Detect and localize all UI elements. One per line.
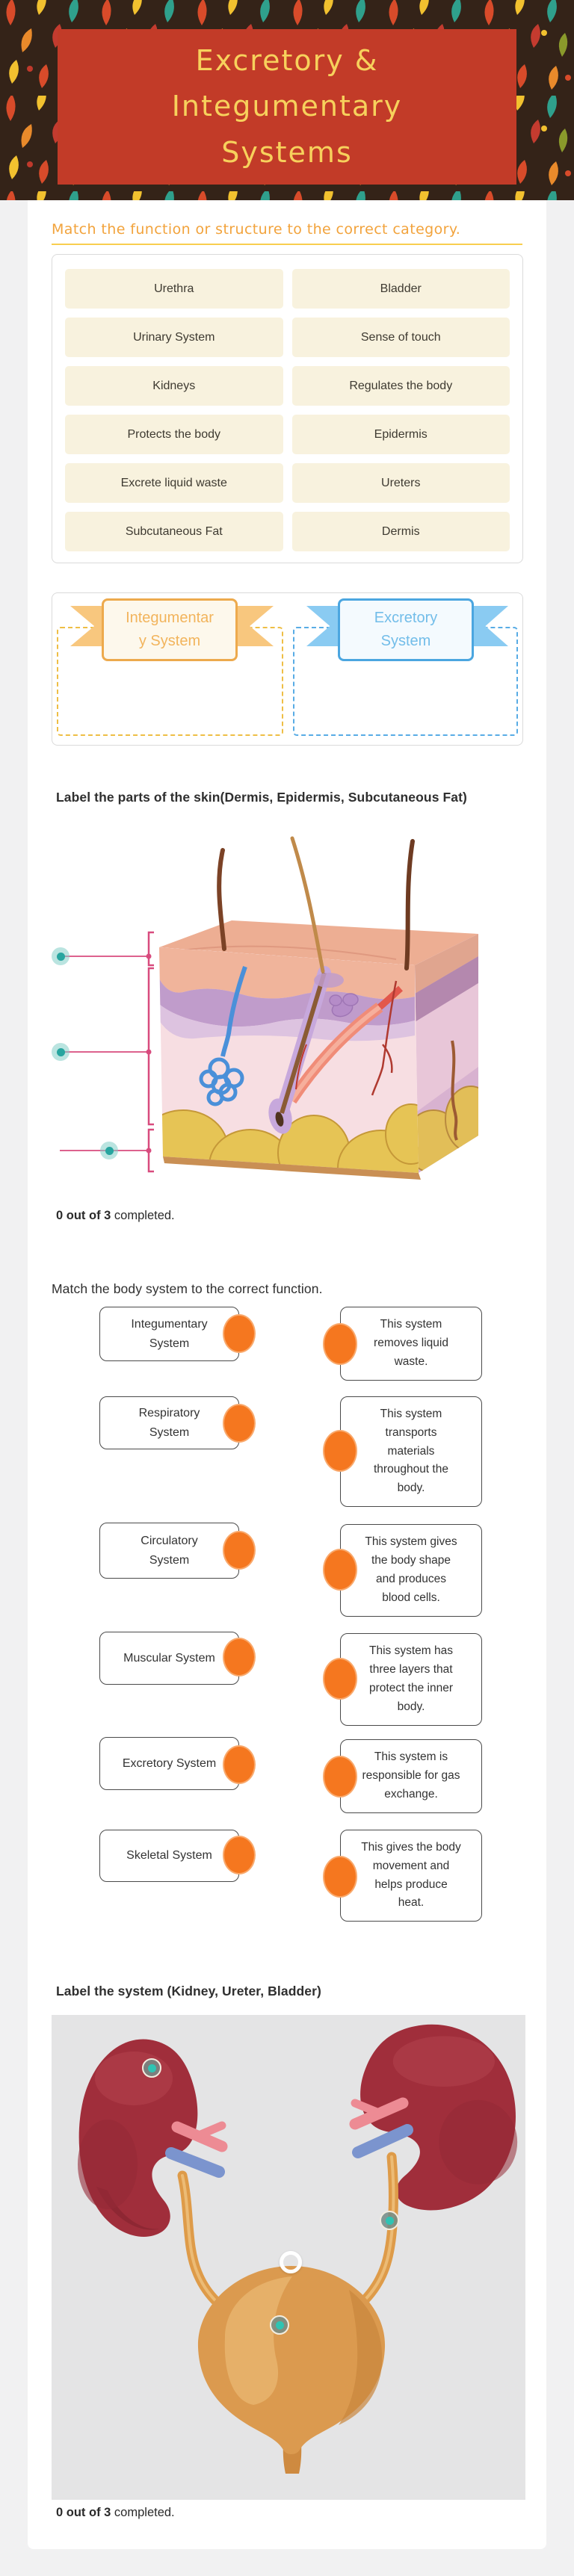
word-chip[interactable]: Urethra bbox=[65, 269, 283, 309]
bladder bbox=[197, 2266, 386, 2474]
category-label-excretory: Excretory System bbox=[338, 598, 474, 661]
progress-text: completed. bbox=[111, 1209, 175, 1222]
skin-diagram-image bbox=[60, 836, 478, 1180]
word-chip[interactable]: Subcutaneous Fat bbox=[65, 512, 283, 551]
progress-count: 0 out of 3 bbox=[56, 2506, 111, 2519]
label-skin-title: Label the parts of the skin(Dermis, Epid… bbox=[56, 790, 467, 805]
connector-dot-icon[interactable] bbox=[323, 1430, 357, 1472]
word-bank: Urethra Bladder Urinary System Sense of … bbox=[52, 254, 523, 563]
progress-count: 0 out of 3 bbox=[56, 1209, 111, 1222]
word-chip[interactable]: Regulates the body bbox=[291, 366, 510, 406]
category-label-line: System bbox=[380, 633, 431, 649]
connector-dot-icon[interactable] bbox=[223, 1404, 256, 1443]
connector-dot-icon[interactable] bbox=[223, 1314, 256, 1353]
function-box[interactable]: This system removes liquid waste. bbox=[340, 1307, 482, 1381]
skin-progress: 0 out of 3 completed. bbox=[56, 1209, 175, 1223]
word-chip[interactable]: Dermis bbox=[291, 512, 510, 551]
system-box[interactable]: Skeletal System bbox=[99, 1830, 239, 1882]
ureter-pin-icon[interactable] bbox=[380, 2211, 399, 2230]
word-chip[interactable]: Protects the body bbox=[65, 415, 283, 454]
skin-pin-subcutaneous-icon[interactable] bbox=[100, 1142, 118, 1159]
progress-text: completed. bbox=[111, 2506, 175, 2519]
word-chip[interactable]: Kidneys bbox=[65, 366, 283, 406]
label-system-title: Label the system (Kidney, Ureter, Bladde… bbox=[56, 1984, 321, 1998]
page-title-line: Systems bbox=[221, 135, 353, 169]
function-box[interactable]: This system gives the body shape and pro… bbox=[340, 1524, 482, 1617]
system-box[interactable]: Circulatory System bbox=[99, 1523, 239, 1579]
kidney-pin-icon[interactable] bbox=[142, 2058, 161, 2078]
bladder-pin-icon[interactable] bbox=[270, 2315, 289, 2335]
function-box[interactable]: This gives the body movement and helps p… bbox=[340, 1830, 482, 1922]
word-chip[interactable]: Sense of touch bbox=[291, 318, 510, 357]
system-box[interactable]: Integumentary System bbox=[99, 1307, 239, 1361]
function-box[interactable]: This system has three layers that protec… bbox=[340, 1633, 482, 1726]
system-progress: 0 out of 3 completed. bbox=[56, 2506, 175, 2520]
connector-dot-icon[interactable] bbox=[323, 1323, 357, 1365]
instruction-underline bbox=[52, 244, 522, 245]
urinary-system-image bbox=[52, 2015, 525, 2500]
renal-vessels bbox=[165, 2097, 413, 2178]
function-box[interactable]: This system is responsible for gas excha… bbox=[340, 1739, 482, 1813]
system-box[interactable]: Respiratory System bbox=[99, 1396, 239, 1449]
connector-dot-icon[interactable] bbox=[323, 1756, 357, 1798]
right-kidney bbox=[360, 2024, 518, 2211]
function-box[interactable]: This system transports materials through… bbox=[340, 1396, 482, 1507]
skin-label-lines bbox=[60, 956, 149, 1151]
skin-pin-epidermis-icon[interactable] bbox=[52, 947, 70, 965]
connector-dot-icon[interactable] bbox=[323, 1658, 357, 1700]
connector-dot-icon[interactable] bbox=[223, 1745, 256, 1784]
header-banner: Excretory & Integumentary Systems bbox=[0, 0, 574, 200]
empty-drop-target-icon[interactable] bbox=[280, 2251, 302, 2273]
system-box[interactable]: Muscular System bbox=[99, 1632, 239, 1685]
page-title-line: Integumentary bbox=[171, 90, 403, 123]
match-category-instruction: Match the function or structure to the c… bbox=[52, 221, 461, 238]
skin-pin-dermis-icon[interactable] bbox=[52, 1043, 70, 1061]
category-label-integumentary: Integumentar y System bbox=[102, 598, 238, 661]
word-chip[interactable]: Excrete liquid waste bbox=[65, 463, 283, 503]
connector-dot-icon[interactable] bbox=[323, 1549, 357, 1591]
category-label-line: y System bbox=[138, 633, 201, 649]
match-function-title: Match the body system to the correct fun… bbox=[52, 1281, 323, 1296]
title-banner: Excretory & Integumentary Systems bbox=[58, 29, 516, 185]
connector-dot-icon[interactable] bbox=[223, 1638, 256, 1676]
connector-dot-icon[interactable] bbox=[223, 1531, 256, 1570]
page-title-line: Excretory & bbox=[195, 43, 379, 77]
category-label-line: Excretory bbox=[374, 610, 438, 626]
word-chip[interactable]: Ureters bbox=[291, 463, 510, 503]
connector-dot-icon[interactable] bbox=[323, 1856, 357, 1898]
category-label-line: Integumentar bbox=[126, 610, 214, 626]
word-chip[interactable]: Urinary System bbox=[65, 318, 283, 357]
word-chip[interactable]: Bladder bbox=[291, 269, 510, 309]
word-chip[interactable]: Epidermis bbox=[291, 415, 510, 454]
system-box[interactable]: Excretory System bbox=[99, 1737, 239, 1790]
connector-dot-icon[interactable] bbox=[223, 1836, 256, 1874]
